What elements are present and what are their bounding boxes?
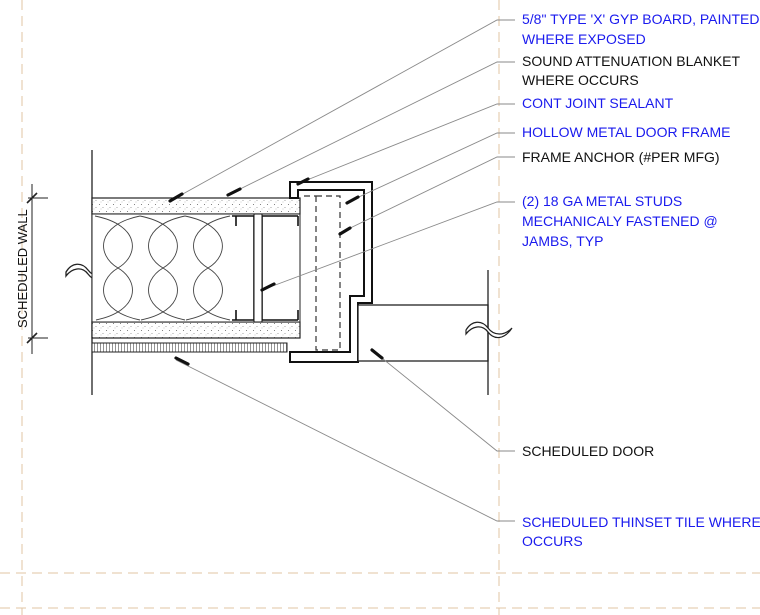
frame-anchor <box>304 195 341 351</box>
note-sound-blanket-line2: WHERE OCCURS <box>522 72 639 88</box>
insulation-cavity <box>91 213 301 323</box>
note-metal-studs-line1: (2) 18 GA METAL STUDS <box>522 193 682 209</box>
note-gyp-board-line1: 5/8" TYPE 'X' GYP BOARD, PAINTED <box>522 11 760 27</box>
leader-lines <box>171 19 515 522</box>
hollow-metal-door-frame <box>289 181 373 363</box>
note-scheduled-door: SCHEDULED DOOR <box>522 443 654 459</box>
note-gyp-board-line2: WHERE EXPOSED <box>522 31 646 47</box>
leader-tick-marks <box>168 177 384 366</box>
note-thinset-tile-line2: OCCURS <box>522 533 583 549</box>
note-joint-sealant: CONT JOINT SEALANT <box>522 95 674 111</box>
gyp-board-bottom <box>91 321 301 339</box>
note-sound-blanket-line1: SOUND ATTENUATION BLANKET <box>522 53 741 69</box>
thinset-tile <box>91 342 288 353</box>
note-metal-studs-line2: MECHANICALY FASTENED @ <box>522 213 718 229</box>
note-door-frame: HOLLOW METAL DOOR FRAME <box>522 124 730 140</box>
dimension-line <box>26 184 48 354</box>
metal-studs <box>232 213 299 323</box>
door-leaf <box>357 270 513 395</box>
note-gyp-board: 5/8" TYPE 'X' GYP BOARD, PAINTED WHERE E… <box>522 11 760 47</box>
sound-attenuation-blanket <box>94 215 231 321</box>
note-metal-studs: (2) 18 GA METAL STUDS MECHANICALY FASTEN… <box>522 193 718 249</box>
note-metal-studs-line3: JAMBS, TYP <box>522 233 603 249</box>
note-frame-anchor: FRAME ANCHOR (#PER MFG) <box>522 149 720 165</box>
note-thinset-tile: SCHEDULED THINSET TILE WHERE OCCURS <box>522 514 760 549</box>
gyp-board-top <box>91 197 301 215</box>
note-thinset-tile-line1: SCHEDULED THINSET TILE WHERE <box>522 514 760 530</box>
note-sound-blanket: SOUND ATTENUATION BLANKET WHERE OCCURS <box>522 53 741 88</box>
dimension-label: SCHEDULED WALL <box>15 209 30 328</box>
